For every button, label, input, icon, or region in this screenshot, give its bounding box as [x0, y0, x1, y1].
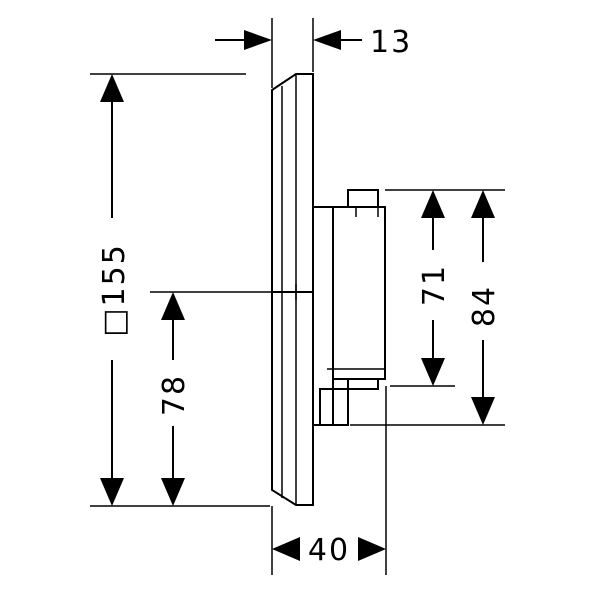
- arrow-down-icon: [100, 478, 124, 506]
- dimension-height-total: □155: [90, 73, 270, 507]
- arrow-right-icon: [244, 30, 272, 50]
- dimension-label-height-body-total: 84: [467, 285, 502, 327]
- dimension-label-height-half: 78: [157, 374, 192, 416]
- dimension-depth-front: 13: [215, 18, 412, 88]
- arrow-down-icon: [421, 358, 445, 386]
- arrow-right-icon: [358, 537, 386, 561]
- arrow-left-icon: [313, 30, 341, 50]
- arrow-down-icon: [161, 478, 185, 506]
- dimension-label-depth-total: 40: [308, 533, 350, 568]
- dimension-height-body-total: 84: [350, 190, 505, 426]
- dimension-height-body: 71: [385, 189, 505, 387]
- arrow-left-icon: [272, 537, 300, 561]
- rear-body: [312, 189, 386, 426]
- arrow-up-icon: [421, 190, 445, 218]
- dimension-label-height-total: □155: [97, 243, 132, 337]
- dimension-depth-total: 40: [271, 386, 387, 575]
- arrow-down-icon: [471, 397, 495, 425]
- arrow-up-icon: [161, 292, 185, 320]
- dimension-height-half: 78: [150, 291, 272, 506]
- arrow-up-icon: [471, 190, 495, 218]
- dimension-label-depth-front: 13: [370, 25, 412, 60]
- arrow-up-icon: [100, 74, 124, 102]
- cover-plate: [271, 73, 314, 506]
- dimension-label-height-body: 71: [417, 264, 452, 306]
